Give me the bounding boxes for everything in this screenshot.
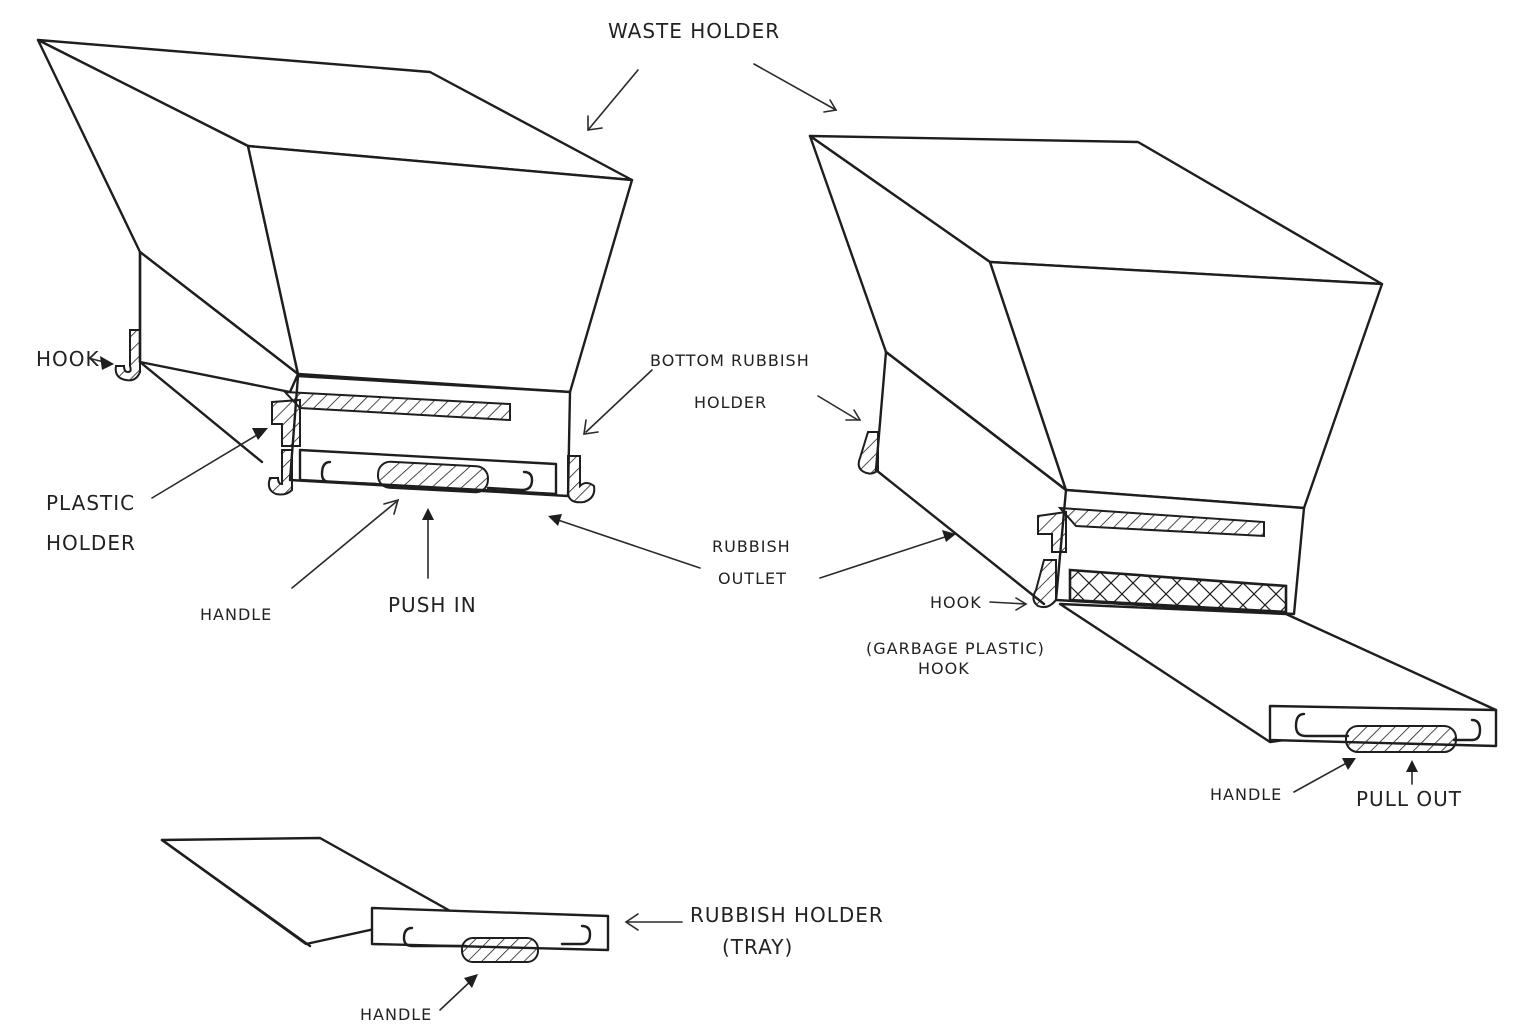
tray-handle-grip	[461, 937, 539, 963]
waste-holder-closed-view	[36, 38, 634, 504]
label-hook-left: HOOK	[36, 347, 100, 371]
label-tray-1: RUBBISH HOLDER	[690, 903, 884, 927]
arrow-bottom-rubbish-right	[817, 395, 859, 421]
left-handle-right-bar	[486, 470, 534, 492]
right-plastic-holder-bar	[1057, 506, 1265, 538]
annotation-labels: WASTE HOLDER HOOK PLASTIC HOLDER HANDLE …	[36, 19, 1462, 1024]
label-rubbish-outlet-2: OUTLET	[718, 569, 787, 588]
arrow-waste-holder-right	[753, 63, 837, 111]
annotation-arrows	[87, 63, 1418, 1011]
arrow-plastic-holder	[151, 431, 263, 499]
arrow-bottom-rubbish-left	[585, 369, 653, 433]
arrow-hook-right	[989, 601, 1027, 605]
left-front-face	[246, 144, 634, 394]
arrow-handle-left	[291, 501, 397, 589]
label-garbage-plastic-1: (GARBAGE PLASTIC)	[866, 639, 1045, 658]
arrow-handle-right	[1293, 759, 1353, 793]
tray-handle-left-bar	[402, 926, 468, 948]
label-hook-right: HOOK	[930, 593, 982, 612]
left-handle-grip	[377, 460, 489, 494]
label-push-in: PUSH IN	[388, 593, 477, 617]
label-pull-out: PULL OUT	[1356, 787, 1462, 811]
right-rubbish-outlet	[1068, 568, 1288, 614]
label-handle-tray: HANDLE	[360, 1005, 432, 1024]
left-hook-top	[114, 329, 141, 382]
tray-handle-right-bar	[560, 924, 592, 946]
label-garbage-plastic-2: HOOK	[918, 659, 970, 678]
right-handle-grip	[1345, 725, 1457, 753]
right-handle-left-bar	[1294, 712, 1350, 738]
label-plastic-holder-1: PLASTIC	[46, 491, 135, 515]
label-handle-right: HANDLE	[1210, 785, 1282, 804]
waste-holder-open-view	[808, 134, 1498, 753]
label-rubbish-outlet-1: RUBBISH	[712, 537, 791, 556]
arrow-rubbish-outlet-left	[551, 517, 701, 569]
label-bottom-rubbish-1: BOTTOM RUBBISH	[650, 351, 810, 370]
left-plastic-holder-clip	[271, 398, 301, 447]
label-bottom-rubbish-2: HOLDER	[694, 393, 767, 412]
right-hook-garbage-plastic	[1032, 559, 1057, 609]
left-handle-left-bar	[320, 460, 378, 486]
left-hook-bottom-right	[567, 455, 596, 504]
arrow-waste-holder-left	[587, 69, 639, 131]
tray-front-face	[370, 906, 610, 952]
right-hook-top	[857, 431, 879, 475]
left-hook-bottom-left	[267, 449, 293, 496]
label-tray-2: (TRAY)	[722, 935, 793, 959]
arrow-rubbish-outlet-right	[819, 533, 955, 579]
rubbish-holder-tray-view	[160, 836, 610, 963]
label-plastic-holder-2: HOLDER	[46, 531, 136, 555]
label-handle-left: HANDLE	[200, 605, 272, 624]
right-plastic-holder-clip	[1037, 510, 1067, 553]
right-handle-right-bar	[1452, 718, 1482, 742]
label-waste-holder: WASTE HOLDER	[608, 19, 780, 43]
